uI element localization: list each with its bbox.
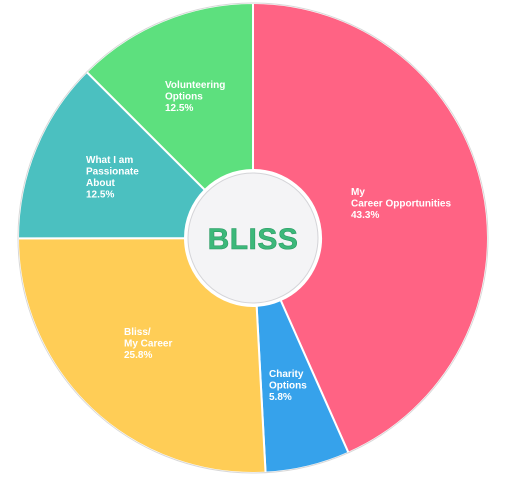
slice-label-line: Options bbox=[269, 381, 307, 392]
center-disc bbox=[187, 172, 319, 304]
slice-label-line: About bbox=[86, 178, 116, 189]
slice-label-line: Bliss/ bbox=[124, 327, 151, 338]
slice-label-line: My Career bbox=[124, 339, 172, 350]
center-layer: BLISS bbox=[187, 172, 319, 304]
slice-value-label: 5.8% bbox=[269, 392, 292, 403]
slice-label-line: My bbox=[351, 187, 365, 198]
slice-label-line: Charity bbox=[269, 369, 304, 380]
slice-label-line: What I am bbox=[86, 155, 133, 166]
slice-value-label: 12.5% bbox=[86, 190, 114, 201]
slice-value-label: 25.8% bbox=[124, 350, 152, 361]
slice-label-line: Career Opportunities bbox=[351, 199, 451, 210]
slice-label-line: Volunteering bbox=[165, 80, 225, 91]
center-title: BLISS bbox=[208, 223, 299, 256]
slice-value-label: 12.5% bbox=[165, 103, 193, 114]
slice-label-line: Options bbox=[165, 92, 203, 103]
slice-value-label: 43.3% bbox=[351, 210, 379, 221]
outer-ring bbox=[17, 2, 489, 474]
slices-layer bbox=[16, 1, 489, 474]
slice-label-line: Passionate bbox=[86, 167, 139, 178]
